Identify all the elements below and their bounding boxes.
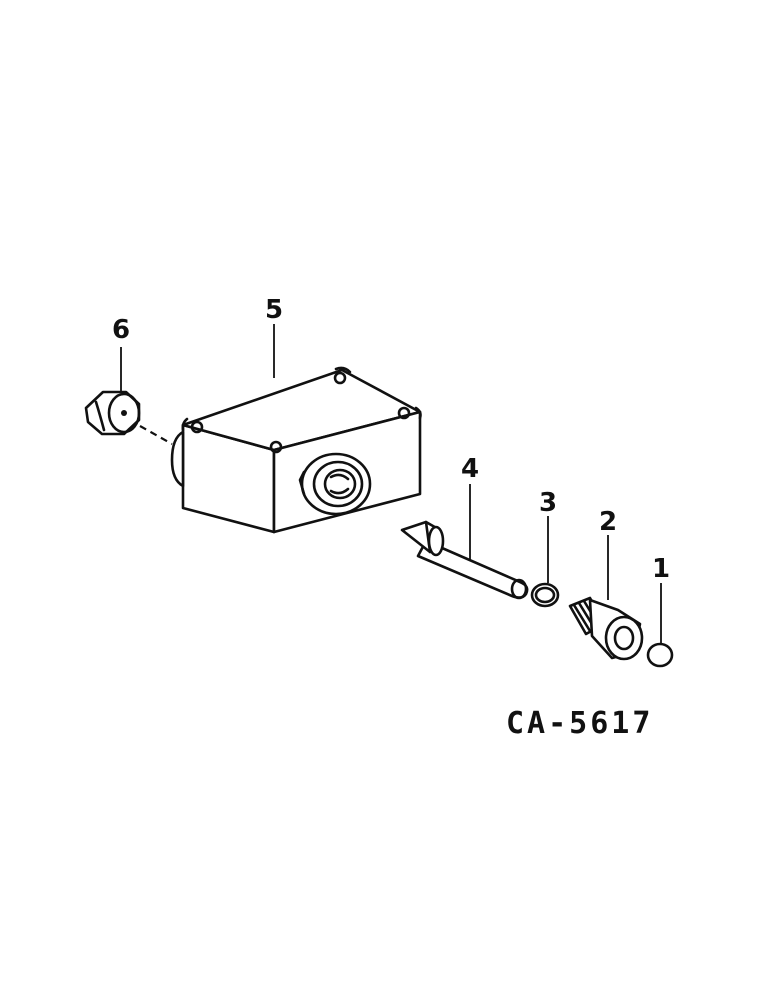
diagram-caption: CA-5617 bbox=[506, 706, 653, 741]
part-2-adapter-fitting bbox=[568, 596, 644, 661]
part-1-number: 1 bbox=[652, 554, 670, 584]
part-3-o-ring bbox=[530, 582, 560, 608]
part-6-number: 6 bbox=[112, 315, 130, 345]
part-3-number: 3 bbox=[539, 488, 557, 518]
part-2-number: 2 bbox=[599, 507, 617, 537]
part-4-number: 4 bbox=[461, 454, 479, 484]
part-5-valve-body bbox=[170, 366, 422, 534]
part-5-number: 5 bbox=[265, 295, 283, 325]
part-6-leader-dashed bbox=[139, 425, 173, 445]
part-1-o-ring bbox=[646, 642, 674, 668]
part-6-hex-cap bbox=[84, 390, 141, 436]
part-4-needle-pin bbox=[400, 520, 529, 600]
